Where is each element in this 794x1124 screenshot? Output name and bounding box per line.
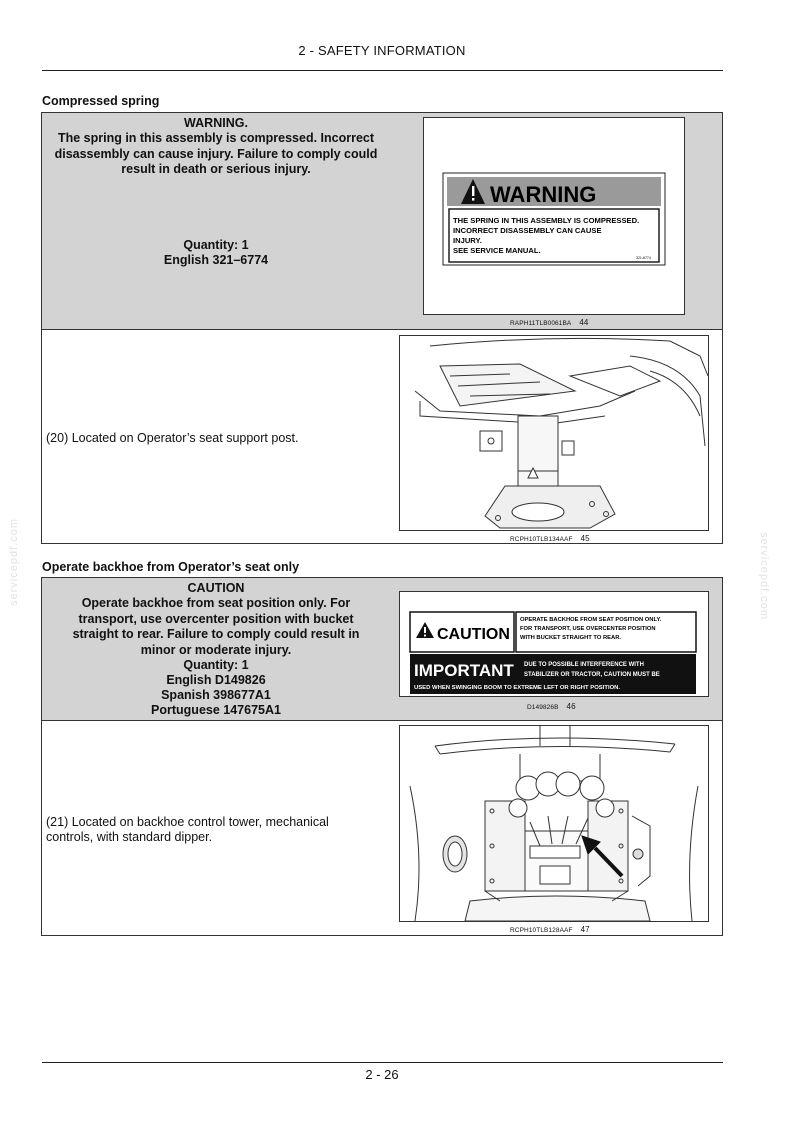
figure-number: 44 (579, 318, 589, 327)
header-rule (42, 70, 723, 71)
decal-line-1: THE SPRING IN THIS ASSEMBLY IS COMPRESSE… (453, 216, 639, 225)
section-title-compressed-spring: Compressed spring (42, 94, 160, 108)
warning-triangle-icon (461, 179, 485, 204)
caution-heading: CAUTION (187, 581, 245, 595)
decal-important-line-1: DUE TO POSSIBLE INTERFERENCE WITH (524, 662, 644, 668)
decal-caution-line-3: WITH BUCKET STRAIGHT TO REAR. (520, 635, 621, 641)
figure-ref: RAPH11TLB0061BA (510, 320, 572, 327)
caution-body: Operate backhoe from seat position only.… (72, 596, 360, 657)
caution-important-decal: CAUTION OPERATE BACKHOE FROM SEAT POSITI… (409, 611, 697, 694)
part-number-spanish: Spanish 398677A1 (161, 688, 271, 702)
figure-number: 47 (580, 925, 590, 934)
warning-decal: WARNING THE SPRING IN THIS ASSEMBLY IS C… (442, 172, 666, 266)
page-number: 2 - 26 (365, 1067, 399, 1082)
decal-line-4: SEE SERVICE MANUAL. (453, 246, 541, 255)
compressed-spring-table: WARNING. The spring in this assembly is … (41, 112, 723, 544)
watermark-right: servicepdf.com (757, 532, 770, 620)
part-number-english: English 321–6774 (163, 253, 269, 267)
control-tower-illustration (409, 726, 699, 921)
watermark-left: servicepdf.com (7, 518, 20, 606)
decal-code: 321-6774 (636, 256, 651, 260)
location-figure-frame (399, 335, 709, 531)
location-row: (20) Located on Operator’s seat support … (42, 329, 722, 543)
decal-caution-word: CAUTION (437, 626, 510, 643)
figure-ref: RCPH10TLB128AAF (510, 927, 573, 934)
part-number-english: English D149826 (166, 673, 266, 687)
decal-caution-line-2: FOR TRANSPORT, USE OVERCENTER POSITION (520, 626, 656, 632)
decal-important-word: IMPORTANT (414, 661, 514, 680)
figure-caption: RCPH10TLB134AAF 45 (510, 534, 590, 543)
decal-figure-frame: WARNING THE SPRING IN THIS ASSEMBLY IS C… (423, 117, 685, 315)
decal-important-line-2: STABILIZER OR TRACTOR, CAUTION MUST BE (524, 672, 660, 678)
warning-heading: WARNING. (184, 116, 248, 130)
quantity-text: Quantity: 1 (183, 238, 249, 252)
figure-number: 46 (566, 702, 576, 711)
figure-ref: D149826B (527, 704, 559, 711)
caution-triangle-icon (416, 622, 434, 638)
footer-rule (42, 1062, 723, 1063)
seat-support-illustration (414, 337, 708, 529)
page-header: 2 - SAFETY INFORMATION (298, 43, 466, 58)
decal-row: CAUTION Operate backhoe from seat positi… (42, 578, 722, 720)
operate-backhoe-table: CAUTION Operate backhoe from seat positi… (41, 577, 723, 936)
location-text: (20) Located on Operator’s seat support … (46, 431, 299, 445)
decal-line-3: INJURY. (453, 236, 482, 245)
figure-number: 45 (580, 534, 590, 543)
figure-ref: RCPH10TLB134AAF (510, 536, 573, 543)
section-title-operate-backhoe: Operate backhoe from Operator’s seat onl… (42, 560, 300, 574)
location-row: (21) Located on backhoe control tower, m… (42, 720, 722, 935)
decal-figure-frame: CAUTION OPERATE BACKHOE FROM SEAT POSITI… (399, 591, 709, 697)
figure-caption: RCPH10TLB128AAF 47 (510, 925, 590, 934)
figure-caption: D149826B 46 (527, 702, 576, 711)
part-number-portuguese: Portuguese 147675A1 (151, 703, 281, 717)
warning-body: The spring in this assembly is compresse… (54, 131, 378, 176)
figure-caption: RAPH11TLB0061BA 44 (510, 318, 588, 327)
quantity-text: Quantity: 1 (183, 658, 249, 672)
decal-caution-line-1: OPERATE BACKHOE FROM SEAT POSITION ONLY. (520, 617, 662, 623)
decal-signal-word: WARNING (490, 182, 596, 207)
decal-row: WARNING. The spring in this assembly is … (42, 113, 722, 329)
decal-important-line-3: USED WHEN SWINGING BOOM TO EXTREME LEFT … (414, 685, 620, 691)
location-figure-frame (399, 725, 709, 922)
decal-line-2: INCORRECT DISASSEMBLY CAN CAUSE (453, 226, 602, 235)
location-text: (21) Located on backhoe control tower, m… (46, 815, 329, 844)
